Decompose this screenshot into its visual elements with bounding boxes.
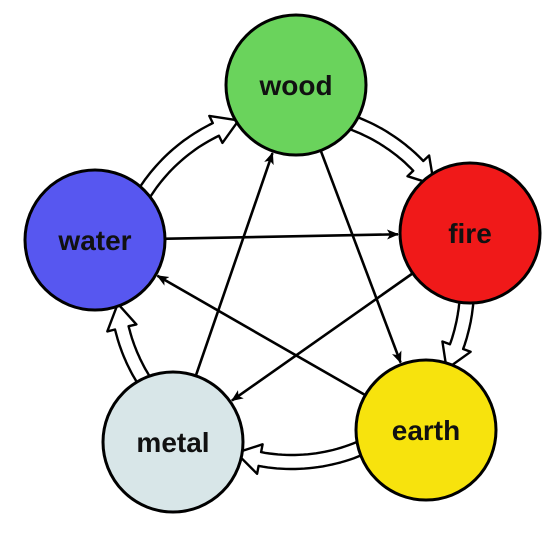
cycle-arrow-earth-to-metal bbox=[235, 439, 368, 475]
cycle-arrow-fire-to-earth bbox=[441, 291, 476, 371]
line-arrow-water-to-fire bbox=[160, 229, 399, 241]
element-nodes-layer: wood fire earth metal water bbox=[23, 13, 542, 514]
node-water-circle bbox=[23, 168, 167, 312]
node-metal-circle bbox=[101, 370, 245, 514]
node-water-label: water bbox=[57, 225, 131, 256]
node-earth-circle bbox=[354, 358, 498, 502]
line-arrow-wood-to-earth bbox=[318, 146, 402, 364]
node-fire-circle bbox=[398, 161, 542, 305]
cycle-arrow-metal-to-water bbox=[106, 302, 154, 389]
node-metal: metal bbox=[101, 370, 245, 514]
node-wood: wood bbox=[224, 13, 368, 157]
node-fire: fire bbox=[398, 161, 542, 305]
node-wood-circle bbox=[224, 13, 368, 157]
node-earth: earth bbox=[354, 358, 498, 502]
node-wood-label: wood bbox=[258, 70, 332, 101]
cycle-arrow-water-to-wood bbox=[137, 114, 240, 199]
line-arrow-metal-to-wood bbox=[193, 152, 274, 381]
node-water: water bbox=[23, 168, 167, 312]
line-arrow-fire-to-metal bbox=[231, 269, 417, 402]
generating-cycle-layer bbox=[106, 114, 476, 475]
node-earth-label: earth bbox=[392, 415, 460, 446]
cycle-arrow-wood-to-fire bbox=[348, 114, 436, 186]
node-metal-label: metal bbox=[136, 427, 209, 458]
line-arrow-earth-to-water bbox=[156, 274, 370, 399]
node-fire-label: fire bbox=[448, 218, 492, 249]
controlling-cycle-layer bbox=[156, 146, 417, 402]
